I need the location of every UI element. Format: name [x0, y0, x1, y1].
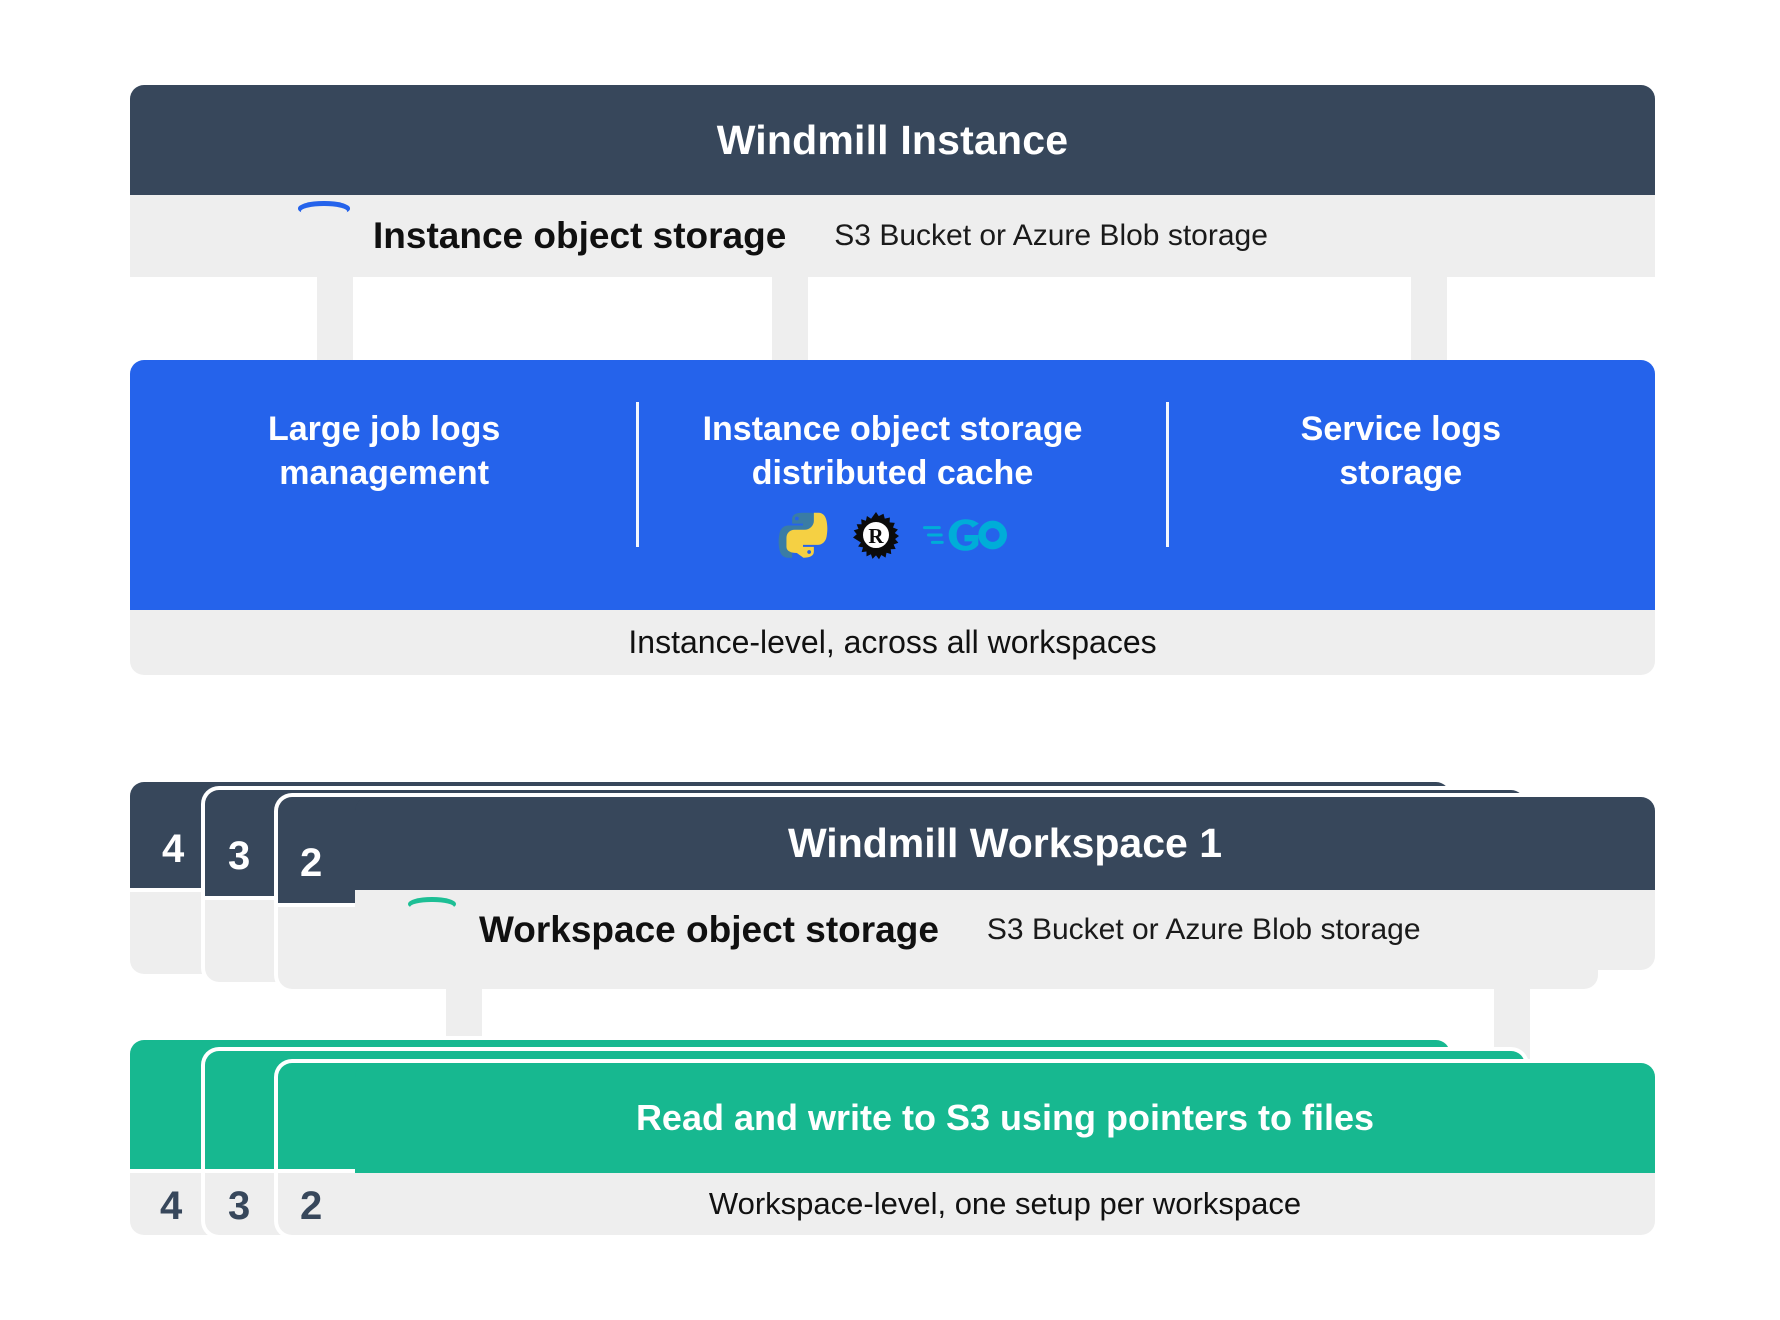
workspace-action-label: Read and write to S3 using pointers to f…	[635, 1097, 1375, 1138]
feature-column-distributed-cache: Instance object storage distributed cach…	[638, 360, 1146, 610]
feature-label: Service logs storage	[1300, 410, 1501, 492]
instance-title: Windmill Instance	[716, 116, 1069, 163]
bucket-icon	[295, 200, 353, 272]
green-stack-number-4: 4	[160, 1184, 183, 1228]
svg-text:R: R	[869, 524, 885, 548]
language-logos: R	[777, 509, 1008, 561]
connector-line-1	[317, 277, 353, 361]
workspace-storage-row: Workspace object storage S3 Bucket or Az…	[355, 890, 1655, 970]
rust-icon: R	[853, 512, 900, 560]
workspace-footer: Workspace-level, one setup per workspace	[355, 1173, 1655, 1235]
feature-column-large-job-logs: Large job logs management	[130, 360, 638, 610]
workspace-stack-number-4: 4	[162, 827, 185, 871]
instance-storage-label: Instance object storage	[373, 215, 787, 256]
connector-line-3	[1411, 277, 1447, 361]
instance-footer-label: Instance-level, across all workspaces	[628, 624, 1157, 660]
feature-column-service-logs: Service logs storage	[1147, 360, 1655, 610]
instance-storage-row: Instance object storage S3 Bucket or Azu…	[130, 195, 1655, 277]
workspace-storage-label: Workspace object storage	[479, 909, 939, 950]
workspace-title: Windmill Workspace 1	[787, 820, 1223, 866]
feature-label: Large job logs management	[267, 410, 501, 492]
python-icon	[779, 512, 828, 558]
workspace-storage-note: S3 Bucket or Azure Blob storage	[986, 913, 1421, 946]
instance-storage-note: S3 Bucket or Azure Blob storage	[834, 219, 1268, 252]
panel-divider-1	[636, 402, 639, 547]
green-stack-number-3: 3	[228, 1184, 251, 1228]
workspace-stack-number-3: 3	[228, 834, 251, 878]
panel-divider-2	[1166, 402, 1169, 547]
instance-header: Windmill Instance	[130, 85, 1655, 195]
feature-label: Instance object storage distributed cach…	[702, 410, 1083, 492]
workspace-header: Windmill Workspace 1	[355, 797, 1655, 890]
workspace-stack-number-2: 2	[300, 841, 323, 885]
bucket-icon	[405, 896, 459, 964]
instance-footer: Instance-level, across all workspaces	[130, 610, 1655, 675]
go-icon	[923, 519, 1008, 551]
workspace-footer-label: Workspace-level, one setup per workspace	[708, 1186, 1302, 1221]
connector-line-5	[1494, 970, 1530, 1063]
workspace-action-panel: Read and write to S3 using pointers to f…	[355, 1063, 1655, 1173]
instance-feature-panel: Large job logs management Instance objec…	[130, 360, 1655, 610]
green-stack-number-2: 2	[300, 1184, 323, 1228]
connector-line-2	[772, 277, 808, 361]
